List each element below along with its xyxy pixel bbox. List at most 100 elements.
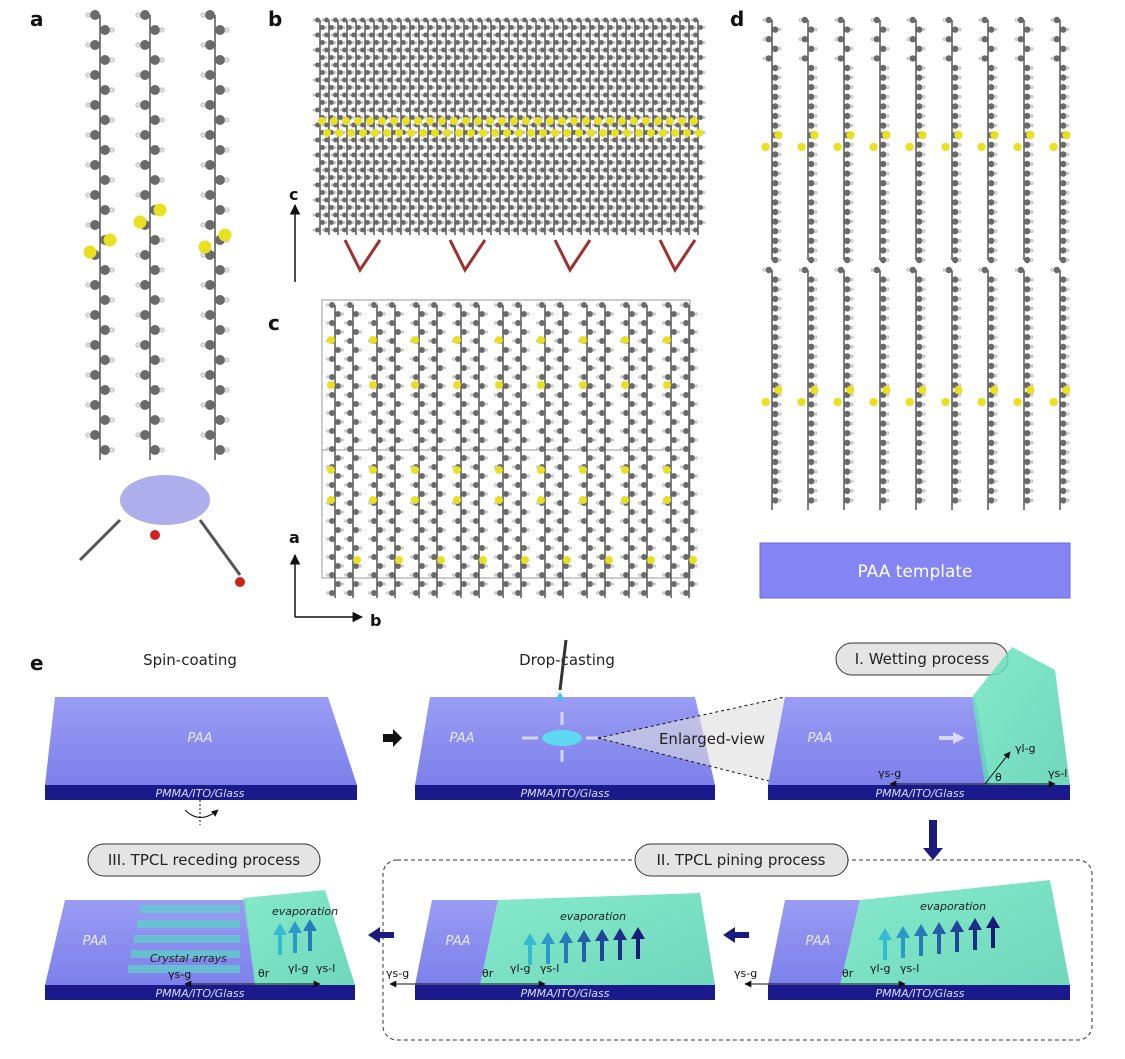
carbon-atom	[581, 55, 586, 60]
carbon-atom	[539, 302, 545, 308]
hydrogen-atom	[110, 178, 115, 183]
carbon-atom	[693, 108, 698, 113]
hydrogen-atom	[611, 439, 614, 442]
hydrogen-atom	[401, 313, 404, 316]
hydrogen-atom	[386, 520, 389, 523]
sulfur-atom	[479, 556, 487, 564]
hydrogen-atom	[638, 412, 641, 415]
hydrogen-atom	[682, 154, 684, 156]
hydrogen-atom	[433, 161, 435, 163]
hydrogen-atom	[1030, 403, 1033, 406]
carbon-atom	[342, 228, 347, 233]
hydrogen-atom	[340, 64, 342, 66]
hydrogen-atom	[673, 199, 675, 201]
carbon-atom	[515, 302, 521, 308]
carbon-atom	[140, 70, 150, 80]
hydrogen-atom	[676, 56, 678, 58]
hydrogen-atom	[344, 484, 347, 487]
hydrogen-atom	[685, 26, 687, 28]
hydrogen-atom	[619, 229, 621, 231]
carbon-atom	[626, 115, 631, 120]
carbon-atom	[772, 142, 778, 148]
carbon-atom	[495, 108, 500, 113]
carbon-atom	[916, 276, 922, 282]
hydrogen-atom	[470, 502, 473, 505]
carbon-atom	[630, 153, 635, 158]
carbon-atom	[988, 142, 994, 148]
carbon-atom	[599, 338, 605, 344]
hydrogen-atom	[358, 229, 360, 231]
hydrogen-atom	[493, 94, 495, 96]
carbon-atom	[491, 145, 496, 150]
hydrogen-atom	[583, 199, 585, 201]
carbon-atom	[437, 55, 442, 60]
hydrogen-atom	[778, 201, 781, 204]
carbon-atom	[585, 228, 590, 233]
hydrogen-atom	[410, 304, 413, 307]
hydrogen-atom	[547, 34, 549, 36]
carbon-atom	[808, 94, 814, 100]
carbon-atom	[665, 374, 671, 380]
carbon-atom	[808, 151, 814, 157]
carbon-atom	[641, 500, 647, 506]
hydrogen-atom	[814, 480, 817, 483]
carbon-atom	[383, 220, 388, 225]
hydrogen-atom	[547, 229, 549, 231]
hydrogen-atom	[1066, 355, 1069, 358]
hydrogen-atom	[1030, 239, 1033, 242]
hydrogen-atom	[596, 574, 599, 577]
hydrogen-atom	[814, 451, 817, 454]
carbon-atom	[90, 220, 100, 230]
carbon-atom	[414, 138, 419, 143]
carbon-atom	[844, 488, 850, 494]
hydrogen-atom	[334, 161, 336, 163]
carbon-atom	[952, 46, 958, 52]
hydrogen-atom	[410, 394, 413, 397]
sulfur-atom	[621, 336, 629, 344]
hydrogen-atom	[421, 94, 423, 96]
carbon-atom	[446, 115, 451, 120]
hydrogen-atom	[469, 116, 471, 118]
carbon-atom	[459, 168, 464, 173]
carbon-atom	[513, 228, 518, 233]
hydrogen-atom	[778, 28, 781, 31]
carbon-atom	[576, 93, 581, 98]
hydrogen-atom	[410, 430, 413, 433]
carbon-atom	[392, 55, 397, 60]
hydrogen-atom	[676, 146, 678, 148]
carbon-atom	[437, 527, 443, 533]
carbon-atom	[666, 168, 671, 173]
hydrogen-atom	[520, 214, 522, 216]
hydrogen-atom	[635, 475, 638, 478]
carbon-atom	[540, 18, 545, 23]
carbon-atom	[772, 440, 778, 446]
hydrogen-atom	[691, 214, 693, 216]
carbon-atom	[215, 265, 225, 275]
sulfur-atom	[347, 129, 355, 137]
hydrogen-atom	[958, 76, 961, 79]
hydrogen-atom	[703, 221, 705, 223]
carbon-atom	[396, 108, 401, 113]
carbon-atom	[916, 122, 922, 128]
sulfur-atom	[810, 131, 818, 139]
hydrogen-atom	[379, 206, 381, 208]
hydrogen-atom	[649, 176, 651, 178]
carbon-atom	[374, 85, 379, 90]
hydrogen-atom	[635, 403, 638, 406]
carbon-atom	[587, 311, 593, 317]
carbon-atom	[410, 70, 415, 75]
hydrogen-atom	[850, 124, 853, 127]
carbon-atom	[437, 509, 443, 515]
carbon-atom	[666, 18, 671, 23]
carbon-atom	[621, 33, 626, 38]
hydrogen-atom	[443, 439, 446, 442]
hydrogen-atom	[596, 430, 599, 433]
hydrogen-atom	[1015, 269, 1018, 272]
hydrogen-atom	[568, 176, 570, 178]
carbon-atom	[988, 363, 994, 369]
hydrogen-atom	[1030, 307, 1033, 310]
sulfur-atom	[663, 336, 671, 344]
hydrogen-atom	[620, 412, 623, 415]
carbon-atom	[988, 84, 994, 90]
hydrogen-atom	[1030, 115, 1033, 118]
